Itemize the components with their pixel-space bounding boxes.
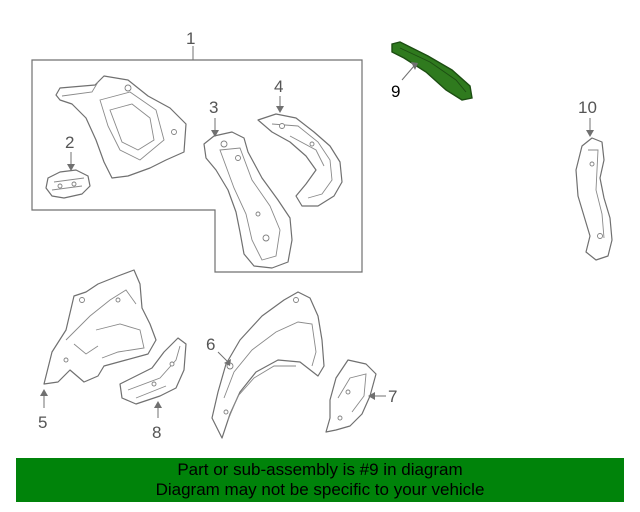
parts-diagram: 1 2 3 4	[31, 29, 613, 442]
part-8-lower-bracket[interactable]: 8	[119, 337, 187, 442]
part-7-bracket[interactable]: 7	[325, 359, 397, 433]
part-1-quarter-inner-panel[interactable]	[55, 75, 187, 179]
callout-3[interactable]: 3	[209, 98, 218, 117]
callout-5[interactable]: 5	[38, 413, 47, 432]
callout-2[interactable]: 2	[65, 133, 74, 152]
callout-6[interactable]: 6	[206, 335, 215, 354]
part-6-wheel-arch[interactable]: 6	[206, 291, 325, 439]
part-4-extension[interactable]: 4	[257, 77, 343, 207]
part-5-wheelhouse-inner[interactable]: 5	[38, 269, 157, 432]
part-10-bracket[interactable]: 10	[575, 98, 613, 261]
part-3-pillar[interactable]: 3	[203, 98, 293, 269]
callout-9[interactable]: 9	[391, 82, 400, 101]
callout-4[interactable]: 4	[274, 77, 283, 96]
callout-8[interactable]: 8	[152, 423, 161, 442]
assembly-group-box: 1	[31, 29, 363, 273]
banner-line-1: Part or sub-assembly is #9 in diagram	[177, 460, 463, 479]
callout-1[interactable]: 1	[186, 29, 195, 48]
banner-line-2: Diagram may not be specific to your vehi…	[155, 480, 485, 499]
part-9-highlighted-member[interactable]: 9	[391, 41, 473, 101]
callout-7[interactable]: 7	[388, 387, 397, 406]
info-banner: Part or sub-assembly is #9 in diagram Di…	[16, 458, 624, 502]
part-2-bracket[interactable]: 2	[45, 133, 91, 199]
callout-10[interactable]: 10	[578, 98, 597, 117]
